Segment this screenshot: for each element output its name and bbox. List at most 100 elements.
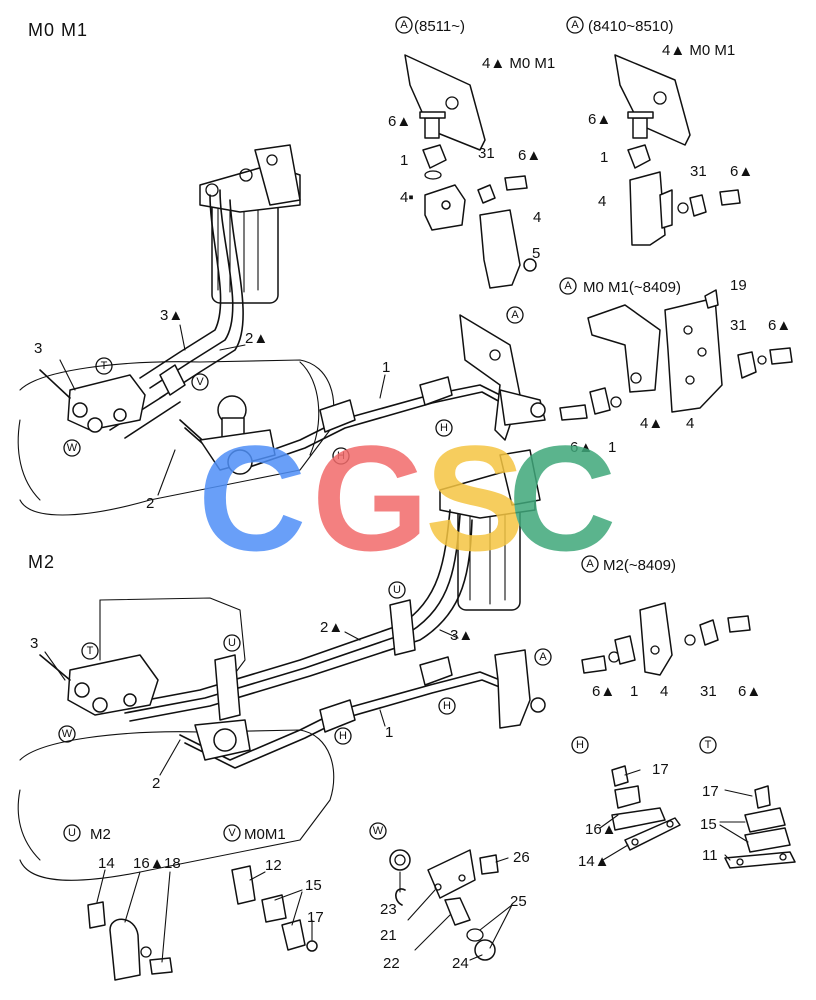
svg-text:1: 1 (608, 439, 616, 456)
inset-h (611, 765, 681, 851)
svg-text:1: 1 (382, 359, 390, 376)
svg-text:2▲: 2▲ (245, 330, 268, 347)
svg-text:12: 12 (265, 857, 282, 874)
inset-a-m2-8409 (581, 602, 751, 676)
svg-text:3▲: 3▲ (160, 307, 183, 324)
svg-text:23: 23 (380, 901, 397, 918)
inset-a-m0m1-8409 (559, 289, 793, 421)
svg-text:1: 1 (400, 152, 408, 169)
leader-lines (44, 324, 753, 963)
svg-text:U: U (393, 584, 401, 596)
inset-u (87, 901, 173, 981)
svg-text:W: W (67, 442, 78, 454)
fuel-filter-top (199, 144, 301, 304)
svg-text:4: 4 (598, 193, 606, 210)
circle-a-3-text: A (564, 280, 572, 292)
inset-v (231, 865, 318, 952)
part-labels: 4▲ M0 M1 6▲ 1 31 6▲ 4▪ 4 5 4▲ M0 M1 6▲ 1… (30, 42, 791, 972)
svg-text:6▲: 6▲ (588, 111, 611, 128)
svg-text:6▲: 6▲ (730, 163, 753, 180)
svg-text:31: 31 (730, 317, 747, 334)
fuel-filter-bottom (439, 449, 541, 611)
svg-text:4▲ M0 M1: 4▲ M0 M1 (662, 42, 735, 59)
circle-v-title (223, 824, 241, 842)
svg-text:6▲: 6▲ (518, 147, 541, 164)
watermark-letter-1: C (198, 414, 306, 582)
svg-text:21: 21 (380, 927, 397, 944)
bracket-a-top (459, 314, 546, 441)
watermark: C G S C (198, 414, 616, 582)
inset-a-8511 (404, 54, 537, 289)
svg-text:2: 2 (146, 495, 154, 512)
svg-text:17: 17 (702, 783, 719, 800)
svg-text:2: 2 (152, 775, 160, 792)
circle-a-1-text: A (400, 19, 408, 31)
circle-t-title (699, 736, 717, 754)
circle-v-title-text: V (228, 827, 236, 839)
svg-text:4▲ M0 M1: 4▲ M0 M1 (482, 55, 555, 72)
bracket-a-bottom (319, 649, 546, 733)
circle-a-4-text: A (586, 558, 594, 570)
title-main-top: M0 M1 (28, 20, 88, 40)
svg-text:6▲: 6▲ (388, 113, 411, 130)
svg-text:19: 19 (730, 277, 747, 294)
svg-text:3: 3 (34, 340, 42, 357)
svg-text:A: A (539, 651, 547, 663)
circle-h-title-text: H (576, 739, 584, 751)
svg-text:V: V (196, 376, 204, 388)
inset-t (724, 785, 796, 869)
svg-text:16▲: 16▲ (585, 821, 617, 838)
svg-text:W: W (62, 728, 73, 740)
svg-text:11: 11 (702, 847, 718, 864)
svg-text:U: U (228, 637, 236, 649)
watermark-letter-4: C (508, 414, 616, 582)
circle-a-3 (559, 277, 577, 295)
svg-text:1: 1 (600, 149, 608, 166)
svg-text:4: 4 (660, 683, 668, 700)
main-markers: T V W A H H U T U A H H W (58, 306, 552, 745)
svg-text:6▲: 6▲ (738, 683, 761, 700)
svg-text:H: H (440, 422, 448, 434)
svg-text:6▲: 6▲ (592, 683, 615, 700)
watermark-letter-2: G (312, 414, 429, 582)
svg-text:H: H (339, 730, 347, 742)
svg-text:18: 18 (164, 855, 181, 872)
svg-text:3▲: 3▲ (450, 627, 473, 644)
svg-text:6▲: 6▲ (768, 317, 791, 334)
circle-a-2 (566, 16, 584, 34)
valve-top (199, 395, 276, 475)
svg-text:1: 1 (630, 683, 638, 700)
svg-text:5: 5 (532, 245, 540, 262)
svg-text:17: 17 (652, 761, 669, 778)
svg-text:31: 31 (478, 145, 495, 162)
tractor-body-bottom (17, 597, 335, 881)
svg-text:24: 24 (452, 955, 469, 972)
circle-u-title-text: U (68, 827, 76, 839)
svg-text:22: 22 (383, 955, 400, 972)
svg-text:15: 15 (700, 816, 717, 833)
svg-text:6▲: 6▲ (570, 439, 593, 456)
circle-a-2-text: A (571, 19, 579, 31)
title-inset-a-8410: (8410~8510) (588, 18, 674, 35)
title-inset-a-m0m1: M0 M1(~8409) (583, 279, 681, 296)
circle-t-title-text: T (705, 739, 712, 751)
svg-text:H: H (337, 450, 345, 462)
circle-a-4 (581, 555, 599, 573)
circle-w-title (369, 822, 387, 840)
title-inset-a-8511: (8511~) (414, 18, 465, 35)
circle-w-title-text: W (373, 825, 384, 837)
svg-text:T: T (101, 360, 108, 372)
svg-text:31: 31 (690, 163, 707, 180)
svg-text:14: 14 (98, 855, 115, 872)
svg-text:31: 31 (700, 683, 717, 700)
svg-text:2▲: 2▲ (320, 619, 343, 636)
svg-text:17: 17 (307, 909, 324, 926)
distribution-block-bottom (39, 654, 251, 761)
clamps-h-top (319, 376, 453, 433)
circle-u-title (63, 824, 81, 842)
clamp-u-bottom (214, 599, 416, 721)
svg-text:1: 1 (385, 724, 393, 741)
svg-text:H: H (443, 700, 451, 712)
